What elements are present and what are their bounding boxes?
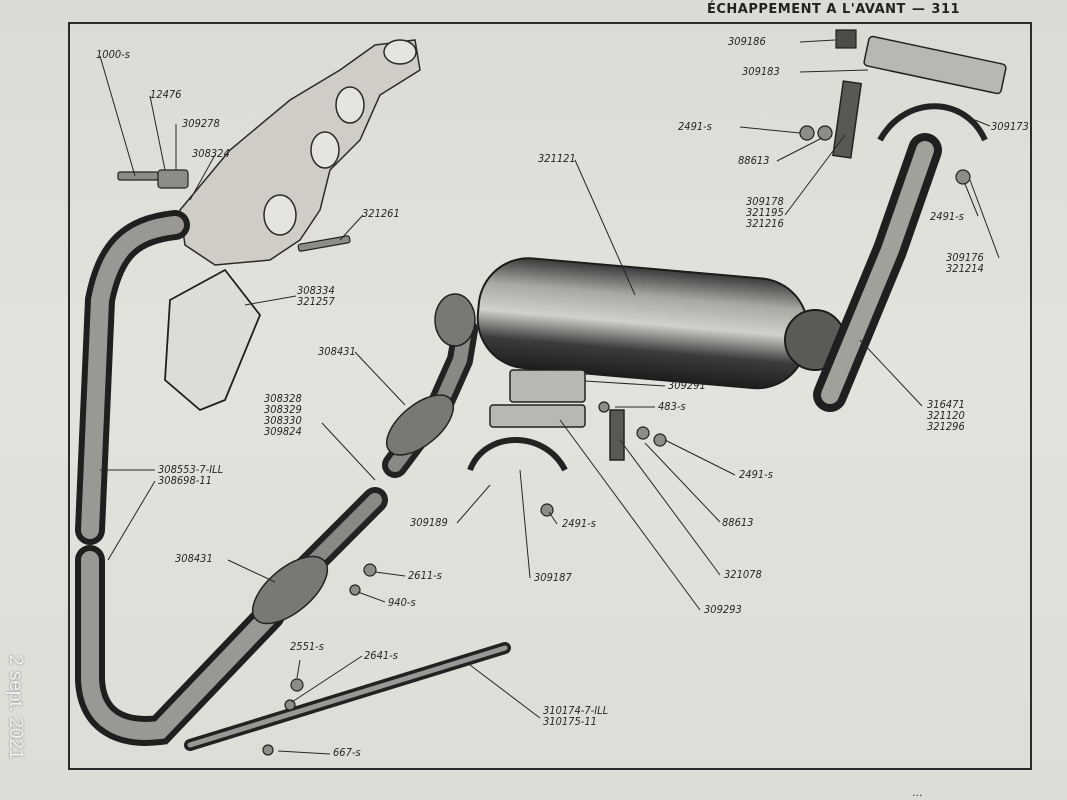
tail-pipe: [813, 133, 942, 412]
page-header: ÉCHAPPEMENT A L'AVANT — 311: [707, 2, 960, 17]
label-88613-mid: 88613: [722, 516, 754, 529]
label-308431-upper: 308431: [318, 345, 356, 358]
exhaust-manifold: [179, 39, 421, 266]
diagram-frame: [68, 22, 1032, 770]
label-2491-s-low: 2491-s: [562, 517, 596, 530]
label-308328: 308328: [264, 392, 302, 405]
label-308431-lower: 308431: [175, 552, 213, 565]
label-309178-group: 309178 321195 321216: [746, 196, 784, 229]
leader-lines: [99, 39, 1000, 755]
label-1000-s: 1000-s: [96, 48, 130, 61]
label-321078: 321078: [724, 568, 762, 581]
label-308553-group: 308553-7-ILL 308698-11: [158, 464, 223, 486]
label-309187: 309187: [534, 571, 572, 584]
label-316471-group: 316471 321120 321296: [927, 399, 965, 432]
label-12476: 12476: [150, 88, 182, 101]
label-2491-s-mid: 2491-s: [739, 468, 773, 481]
label-308324: 308324: [192, 147, 230, 160]
label-321120: 321120: [927, 409, 965, 422]
label-308330: 308330: [264, 414, 302, 427]
heat-shield-plate: [164, 268, 262, 412]
label-321261: 321261: [362, 207, 400, 220]
support-rod: [184, 642, 511, 751]
label-667-s: 667-s: [333, 746, 361, 759]
label-321214: 321214: [946, 262, 984, 275]
label-309178: 309178: [746, 195, 784, 208]
label-309291: 309291: [668, 379, 706, 392]
page-number: 311: [931, 2, 961, 17]
label-321257: 321257: [297, 295, 335, 308]
label-2551-s: 2551-s: [290, 640, 324, 653]
label-309176: 309176: [946, 251, 984, 264]
label-309824: 309824: [264, 425, 302, 438]
label-309183: 309183: [742, 65, 780, 78]
label-308553: 308553-7-ILL: [158, 463, 224, 476]
label-321195: 321195: [746, 206, 784, 219]
label-309186: 309186: [728, 35, 766, 48]
label-310175: 310175-11: [543, 715, 597, 728]
section-title: ÉCHAPPEMENT A L'AVANT: [707, 2, 906, 17]
label-309293: 309293: [704, 603, 742, 616]
label-309176-group: 309176 321214: [946, 252, 984, 274]
label-308698: 308698-11: [158, 474, 212, 487]
label-88613-top: 88613: [738, 154, 770, 167]
label-308328-group: 308328 308329 308330 309824: [264, 393, 302, 437]
clamp-brackets: [467, 35, 1007, 472]
footer-text-fragment: ...: [912, 786, 923, 799]
header-separator: —: [911, 2, 926, 17]
label-310174: 310174-7-ILL: [543, 704, 609, 717]
label-2491-s-top: 2491-s: [678, 120, 712, 133]
label-308334-group: 308334 321257: [297, 285, 335, 307]
muffler: [476, 257, 846, 390]
label-308334: 308334: [297, 284, 335, 297]
label-2641-s: 2641-s: [364, 649, 398, 662]
label-2611-s: 2611-s: [408, 569, 442, 582]
label-309189: 309189: [410, 516, 448, 529]
label-940-s: 940-s: [388, 596, 416, 609]
label-316471: 316471: [927, 398, 965, 411]
label-308329: 308329: [264, 403, 302, 416]
label-310174-group: 310174-7-ILL 310175-11: [543, 705, 608, 727]
label-321216: 321216: [746, 217, 784, 230]
bolts-and-nuts: [117, 29, 971, 756]
label-321121: 321121: [538, 152, 576, 165]
label-309278: 309278: [182, 117, 220, 130]
label-483-s: 483-s: [658, 400, 686, 413]
photo-date-stamp: 2 sept. 2021: [5, 655, 26, 760]
label-309173: 309173: [991, 120, 1029, 133]
pipe-flanges: [251, 293, 476, 625]
front-pipe: [75, 210, 285, 746]
label-2491-s-right: 2491-s: [930, 210, 964, 223]
label-321296: 321296: [927, 420, 965, 433]
